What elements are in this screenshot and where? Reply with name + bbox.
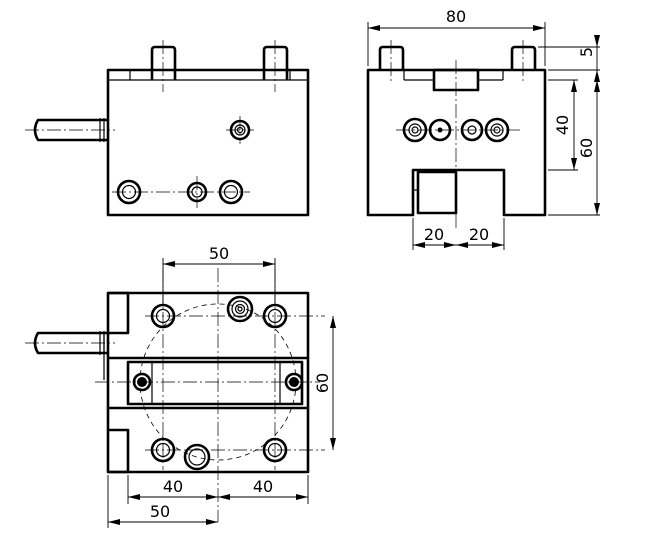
dim-side-top-offset: 5 [577, 47, 596, 57]
front-view [25, 40, 310, 217]
dim-side-height-inner: 40 [553, 115, 572, 135]
dimension-labels: 80 5 40 60 20 20 50 60 40 40 50 [150, 7, 596, 521]
dimension-lines [107, 22, 600, 528]
dim-side-width: 80 [446, 7, 466, 26]
dim-top-hole-spacing: 50 [209, 244, 229, 263]
dim-bottom-left: 40 [163, 477, 183, 496]
top-view [25, 268, 325, 522]
dim-bottom-overall: 50 [150, 502, 170, 521]
side-view [366, 40, 547, 230]
dim-bottom-right: 40 [253, 477, 273, 496]
dim-side-height-outer: 60 [577, 138, 596, 158]
dim-top-height: 60 [313, 373, 332, 393]
dim-side-slot-right: 20 [469, 225, 489, 244]
dim-side-slot-left: 20 [424, 225, 444, 244]
